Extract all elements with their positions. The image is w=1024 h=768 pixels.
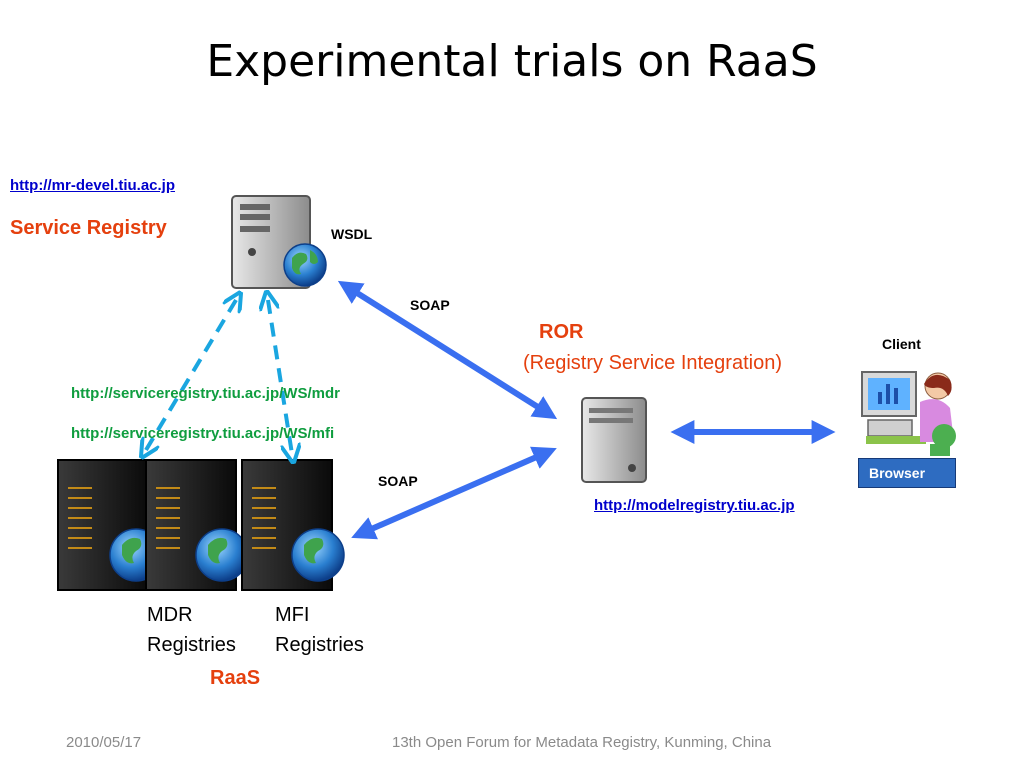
service-registry-label: Service Registry: [10, 217, 167, 239]
ror-url-link[interactable]: http://modelregistry.tiu.ac.jp: [594, 497, 795, 514]
service-registry-server-icon: [231, 195, 327, 289]
globe-icon: [291, 528, 345, 582]
soap-arrow-ror-registries: [351, 446, 557, 540]
footer-date: 2010/05/17: [66, 734, 142, 751]
soap-lower-label: SOAP: [378, 473, 418, 489]
client-user-icon: [861, 371, 956, 456]
mfi-ws-url: http://serviceregistry.tiu.ac.jp/WS/mfi: [71, 425, 335, 442]
mfi-registries-label: MFI Registries: [275, 604, 364, 656]
dashed-arrow-mfi: [268, 300, 292, 454]
footer-event: 13th Open Forum for Metadata Registry, K…: [392, 734, 772, 751]
globe-icon: [195, 528, 249, 582]
client-label: Client: [882, 336, 921, 352]
soap-upper-label: SOAP: [410, 297, 450, 313]
ror-server-icon: [581, 397, 647, 483]
mdr-registries-label: MDR Registries: [147, 604, 236, 656]
slide-title: Experimental trials on RaaS: [206, 36, 818, 87]
mfi-registry-rack-icon: [241, 459, 345, 591]
browser-box: Browser: [858, 458, 956, 488]
service-registry-url-link[interactable]: http://mr-devel.tiu.ac.jp: [10, 177, 176, 194]
mdr-registry-rack-2-icon: [145, 459, 249, 591]
globe-icon: [283, 243, 327, 287]
dashed-arrow-mdr: [146, 300, 236, 450]
mdr-ws-url: http://serviceregistry.tiu.ac.jp/WS/mdr: [71, 385, 340, 402]
soap-arrow-registry-ror: [337, 280, 558, 420]
ror-label: ROR: [539, 321, 584, 343]
ror-subtitle: (Registry Service Integration): [523, 352, 782, 374]
wsdl-label: WSDL: [331, 226, 373, 242]
raas-label: RaaS: [210, 667, 261, 689]
